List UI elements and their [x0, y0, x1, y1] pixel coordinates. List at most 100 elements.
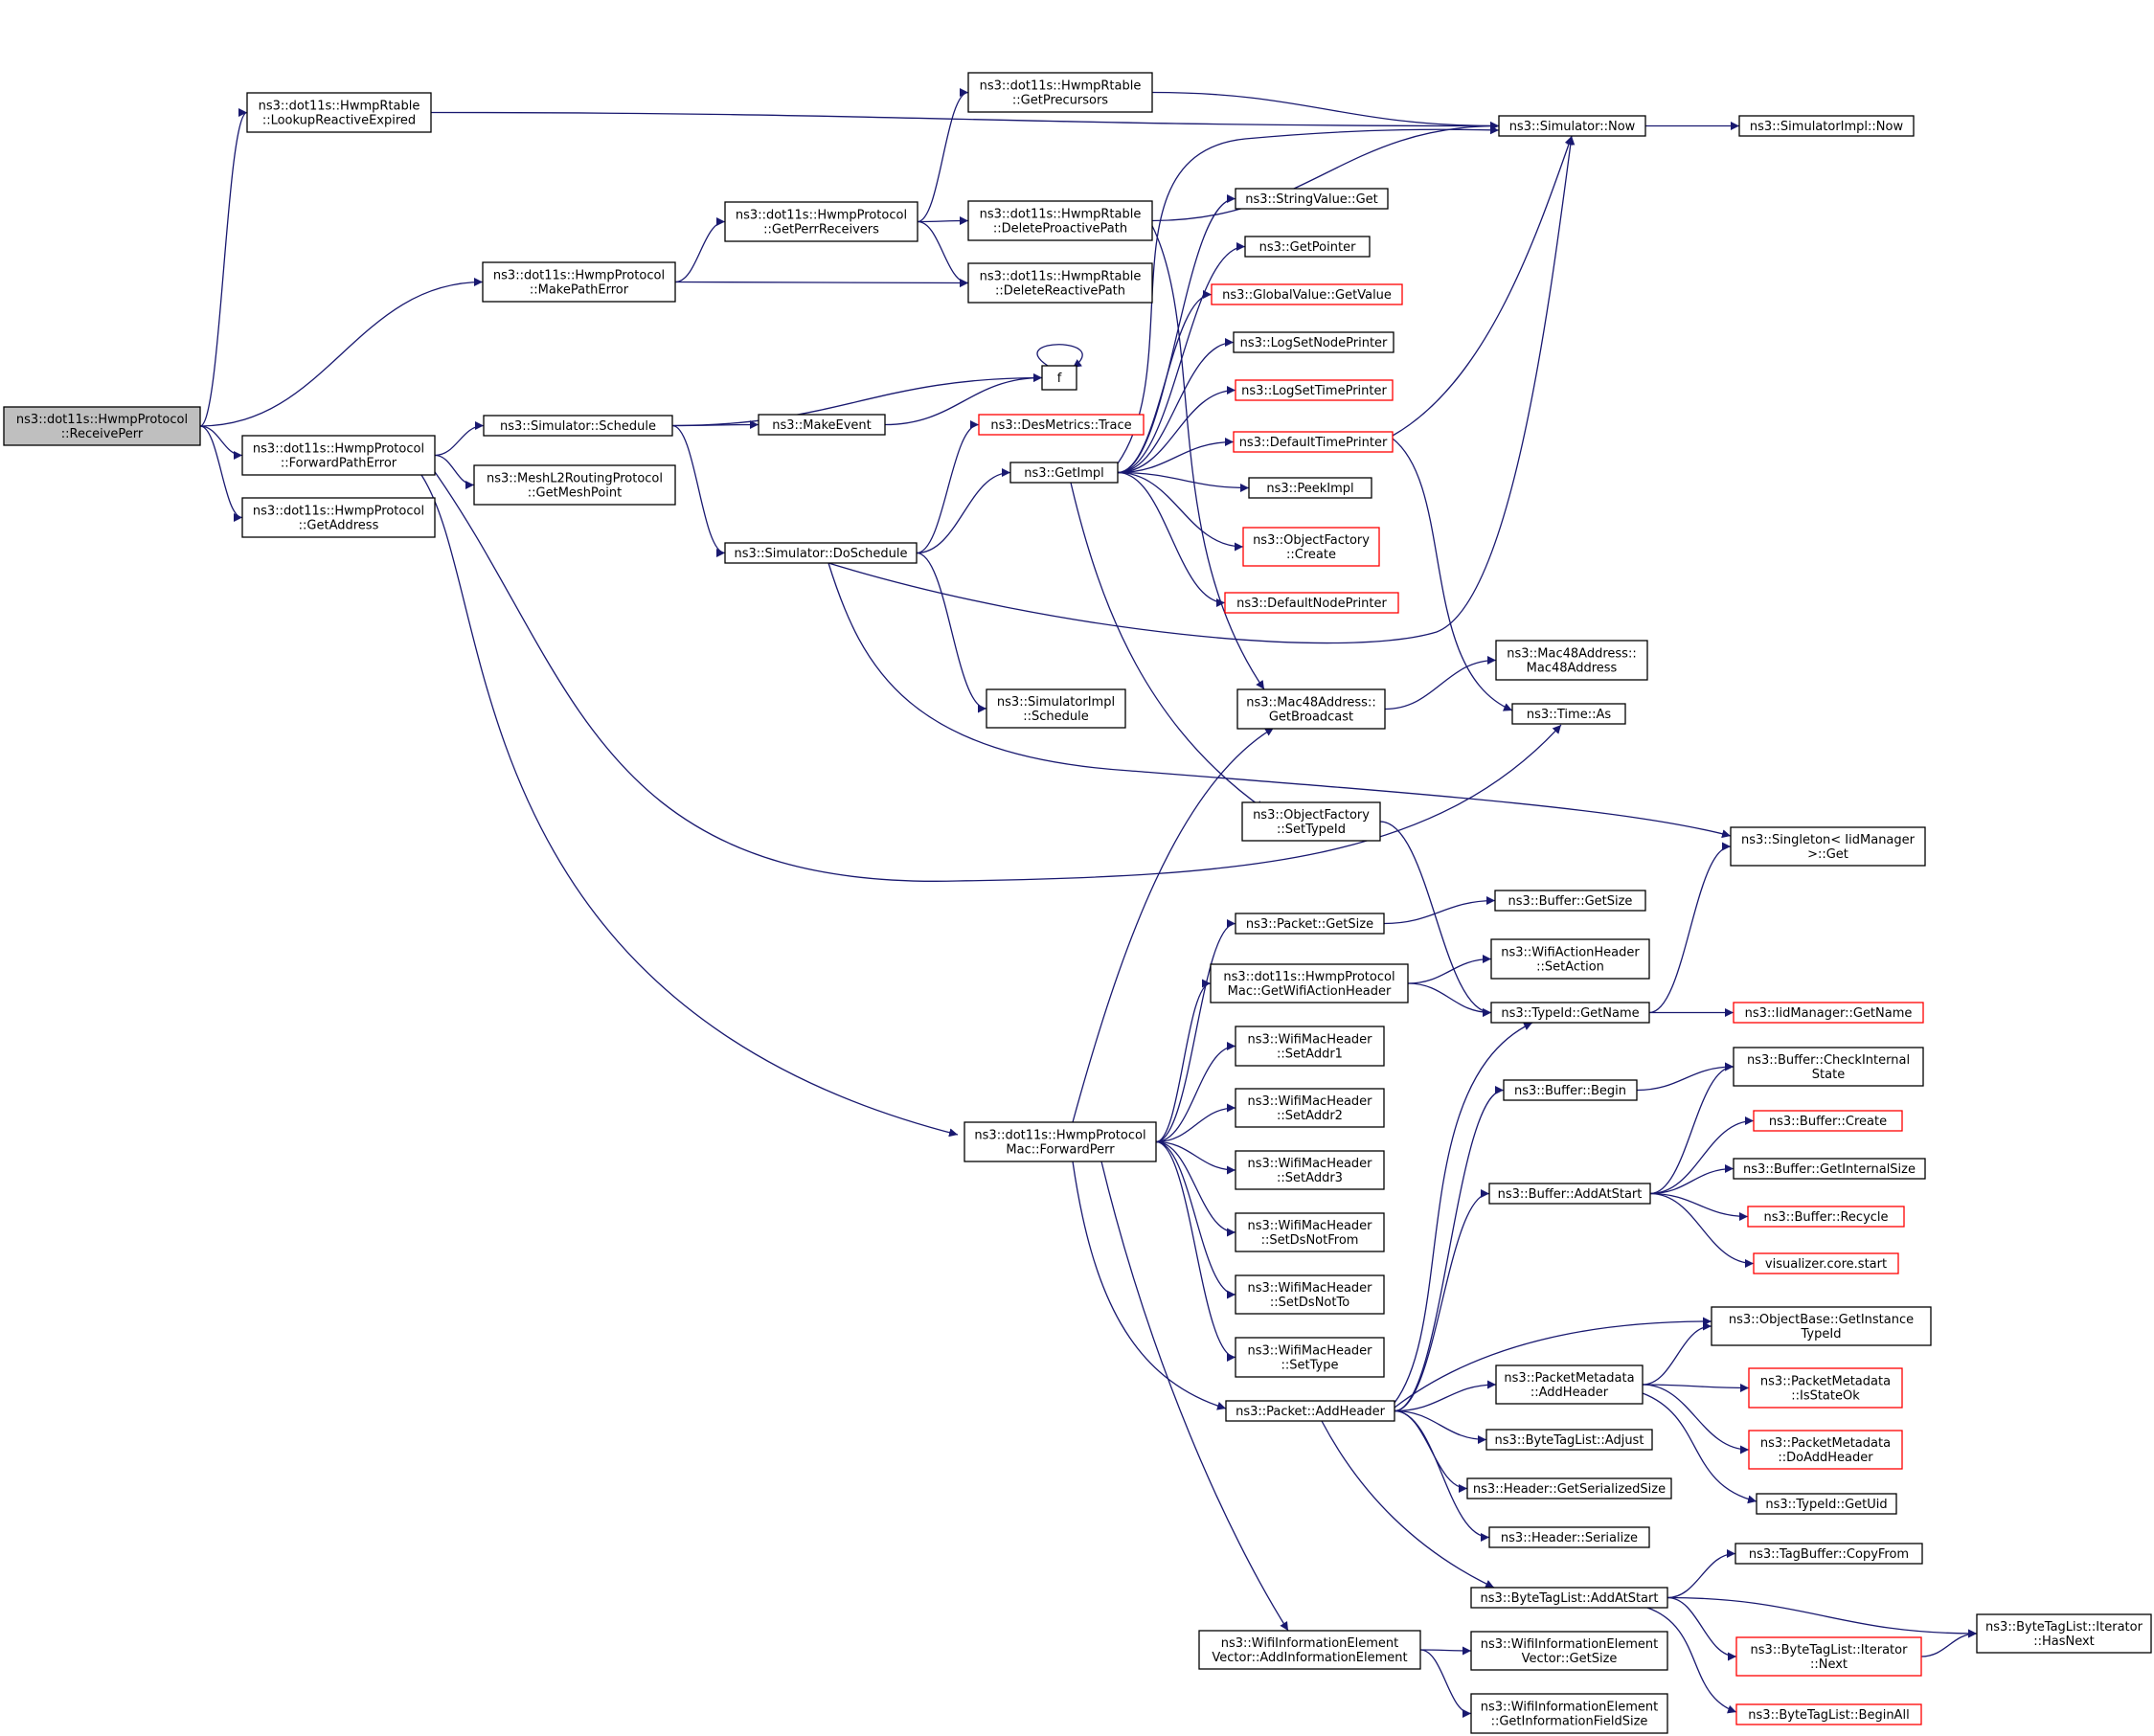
node-setDsNotFrom[interactable]: ns3::WifiMacHeader::SetDsNotFrom — [1235, 1212, 1385, 1252]
node-label: ns3::WifiMacHeader — [1247, 1094, 1372, 1109]
node-bufferBegin[interactable]: ns3::Buffer::Begin — [1503, 1079, 1638, 1101]
node-getPointer[interactable]: ns3::GetPointer — [1244, 236, 1371, 258]
node-byteTagListAddAtStart[interactable]: ns3::ByteTagList::AddAtStart — [1470, 1587, 1668, 1609]
node-visualizerCoreStart[interactable]: visualizer.core.start — [1753, 1252, 1899, 1274]
edge-defaultTimePrinter-to-timeAs — [1392, 438, 1513, 711]
node-label: ns3::MeshL2RoutingProtocol — [487, 472, 663, 486]
edge-receivePerr-to-getAddress — [199, 425, 243, 522]
edge-macForwardPerr-to-setDsNotFrom — [1155, 1140, 1236, 1237]
node-box — [1233, 431, 1394, 453]
edge-lookupReactiveExpired-to-simNow — [430, 111, 1500, 130]
node-defaultTimePrinter[interactable]: ns3::DefaultTimePrinter — [1233, 431, 1394, 453]
node-label: ns3::PacketMetadata — [1504, 1371, 1634, 1386]
node-headerSerialize[interactable]: ns3::Header::Serialize — [1488, 1526, 1650, 1548]
node-box — [1248, 477, 1372, 499]
node-mac48GetBroadcast[interactable]: ns3::Mac48Address::GetBroadcast — [1236, 688, 1386, 730]
node-lookupReactiveExpired[interactable]: ns3::dot11s::HwmpRtable::LookupReactiveE… — [246, 92, 432, 133]
node-tagBufferCopyFrom[interactable]: ns3::TagBuffer::CopyFrom — [1735, 1543, 1923, 1565]
node-setAddr1[interactable]: ns3::WifiMacHeader::SetAddr1 — [1235, 1026, 1385, 1067]
node-forwardPathError[interactable]: ns3::dot11s::HwmpProtocol::ForwardPathEr… — [241, 435, 436, 476]
node-byteTagListAdjust[interactable]: ns3::ByteTagList::Adjust — [1485, 1429, 1653, 1451]
node-packetMetadataIsStateOk[interactable]: ns3::PacketMetadata::IsStateOk — [1748, 1367, 1903, 1409]
node-makeEvent[interactable]: ns3::MakeEvent — [758, 414, 886, 436]
node-bufferCreate[interactable]: ns3::Buffer::Create — [1753, 1110, 1903, 1132]
edge-getImpl-to-peekImpl — [1117, 471, 1250, 492]
node-simNow[interactable]: ns3::Simulator::Now — [1498, 115, 1646, 137]
node-simImplNow[interactable]: ns3::SimulatorImpl::Now — [1738, 115, 1915, 137]
node-label: visualizer.core.start — [1765, 1257, 1887, 1272]
node-objectFactoryCreate[interactable]: ns3::ObjectFactory::Create — [1242, 527, 1380, 567]
edge-packetMetadataAddHeader-to-objectBaseGetInstanceTypeId — [1642, 1321, 1712, 1386]
node-box — [1225, 1400, 1395, 1422]
node-addInformationElement[interactable]: ns3::WifiInformationElementVector::AddIn… — [1198, 1630, 1421, 1670]
node-wifiActionSetAction[interactable]: ns3::WifiActionHeader::SetAction — [1490, 938, 1650, 980]
node-box — [1466, 1477, 1672, 1499]
node-singletonGet[interactable]: ns3::Singleton< IidManager>::Get — [1730, 826, 1926, 867]
node-receivePerr[interactable]: ns3::dot11s::HwmpProtocol::ReceivePerr — [3, 406, 201, 446]
node-packetAddHeader[interactable]: ns3::Packet::AddHeader — [1225, 1400, 1395, 1422]
node-box — [1198, 1630, 1421, 1670]
node-mac48Mac48[interactable]: ns3::Mac48Address::Mac48Address — [1495, 640, 1648, 681]
node-simImplSchedule[interactable]: ns3::SimulatorImpl::Schedule — [986, 688, 1126, 729]
edge-receivePerr-to-lookupReactiveExpired — [199, 108, 248, 427]
node-label: ::GetInformationFieldSize — [1491, 1715, 1648, 1729]
node-label: ns3::WifiInformationElement — [1221, 1636, 1399, 1651]
node-getMeshPoint[interactable]: ns3::MeshL2RoutingProtocol::GetMeshPoint — [473, 464, 676, 506]
node-deleteReactivePath[interactable]: ns3::dot11s::HwmpRtable::DeleteReactiveP… — [967, 262, 1153, 304]
node-doSchedule[interactable]: ns3::Simulator::DoSchedule — [724, 542, 918, 564]
node-simSchedule[interactable]: ns3::Simulator::Schedule — [483, 415, 673, 437]
node-bufferGetInternalSize[interactable]: ns3::Buffer::GetInternalSize — [1733, 1158, 1926, 1180]
node-label: ns3::LogSetNodePrinter — [1240, 336, 1388, 350]
node-box — [1503, 1079, 1638, 1101]
node-stringValueGet[interactable]: ns3::StringValue::Get — [1235, 188, 1389, 210]
node-getAddress[interactable]: ns3::dot11s::HwmpProtocol::GetAddress — [241, 497, 436, 538]
node-setAddr2[interactable]: ns3::WifiMacHeader::SetAddr2 — [1235, 1088, 1385, 1128]
node-typeIdGetUid[interactable]: ns3::TypeId::GetUid — [1756, 1493, 1897, 1515]
edge-forwardPathError-to-macForwardPerr — [420, 474, 959, 1138]
node-getImpl[interactable]: ns3::GetImpl — [1009, 462, 1119, 484]
node-setDsNotTo[interactable]: ns3::WifiMacHeader::SetDsNotTo — [1235, 1274, 1385, 1315]
node-typeIdGetName[interactable]: ns3::TypeId::GetName — [1490, 1002, 1650, 1024]
node-makePathError[interactable]: ns3::dot11s::HwmpProtocol::MakePathError — [482, 261, 676, 303]
edge-packetAddHeader-to-typeIdGetName — [1394, 1022, 1533, 1404]
node-macForwardPerr[interactable]: ns3::dot11s::HwmpProtocolMac::ForwardPer… — [964, 1121, 1157, 1162]
node-label: ns3::StringValue::Get — [1245, 192, 1377, 207]
node-logSetNodePrinter[interactable]: ns3::LogSetNodePrinter — [1233, 331, 1394, 353]
node-label: ::GetPrecursors — [1012, 94, 1108, 108]
node-headerGetSerializedSize[interactable]: ns3::Header::GetSerializedSize — [1466, 1477, 1672, 1499]
node-packetMetadataDoAddHeader[interactable]: ns3::PacketMetadata::DoAddHeader — [1748, 1430, 1903, 1470]
node-logSetTimePrinter[interactable]: ns3::LogSetTimePrinter — [1235, 379, 1394, 401]
node-box — [3, 406, 201, 446]
node-iidManagerGetName[interactable]: ns3::IidManager::GetName — [1733, 1002, 1924, 1024]
node-packetMetadataAddHeader[interactable]: ns3::PacketMetadata::AddHeader — [1495, 1364, 1644, 1405]
node-f[interactable]: f — [1041, 365, 1077, 391]
node-box — [1494, 890, 1646, 912]
node-getPerrReceivers[interactable]: ns3::dot11s::HwmpProtocol::GetPerrReceiv… — [724, 201, 918, 242]
node-getInformationFieldSize[interactable]: ns3::WifiInformationElement::GetInformat… — [1470, 1693, 1668, 1734]
node-box — [724, 201, 918, 242]
node-globalValueGetValue[interactable]: ns3::GlobalValue::GetValue — [1211, 283, 1403, 305]
node-packetGetSize[interactable]: ns3::Packet::GetSize — [1235, 913, 1385, 935]
node-setAddr3[interactable]: ns3::WifiMacHeader::SetAddr3 — [1235, 1150, 1385, 1190]
node-desMetricsTrace[interactable]: ns3::DesMetrics::Trace — [978, 414, 1145, 436]
node-objectFactorySetTypeId[interactable]: ns3::ObjectFactory::SetTypeId — [1241, 801, 1381, 842]
edge-simSchedule-to-makeEvent — [671, 420, 760, 430]
node-iteratorNext[interactable]: ns3::ByteTagList::Iterator::Next — [1735, 1636, 1922, 1677]
node-deleteProactivePath[interactable]: ns3::dot11s::HwmpRtable::DeleteProactive… — [967, 200, 1153, 241]
node-defaultNodePrinter[interactable]: ns3::DefaultNodePrinter — [1224, 592, 1399, 614]
node-label: ns3::dot11s::HwmpProtocol — [16, 413, 188, 427]
node-getPrecursors[interactable]: ns3::dot11s::HwmpRtable::GetPrecursors — [967, 72, 1153, 113]
node-wieVectorGetSize[interactable]: ns3::WifiInformationElementVector::GetSi… — [1470, 1631, 1668, 1671]
node-setType[interactable]: ns3::WifiMacHeader::SetType — [1235, 1337, 1385, 1378]
node-iteratorHasNext[interactable]: ns3::ByteTagList::Iterator::HasNext — [1976, 1613, 2152, 1654]
node-byteTagListBeginAll[interactable]: ns3::ByteTagList::BeginAll — [1735, 1703, 1922, 1725]
edge-addInformationElement-to-getInformationFieldSize — [1419, 1649, 1472, 1718]
node-bufferGetSize[interactable]: ns3::Buffer::GetSize — [1494, 890, 1646, 912]
node-bufferAddAtStart[interactable]: ns3::Buffer::AddAtStart — [1488, 1183, 1651, 1205]
node-getWifiActionHeader[interactable]: ns3::dot11s::HwmpProtocolMac::GetWifiAct… — [1210, 963, 1409, 1003]
node-timeAs[interactable]: ns3::Time::As — [1511, 703, 1626, 725]
node-peekImpl[interactable]: ns3::PeekImpl — [1248, 477, 1372, 499]
node-bufferRecycle[interactable]: ns3::Buffer::Recycle — [1747, 1206, 1905, 1228]
